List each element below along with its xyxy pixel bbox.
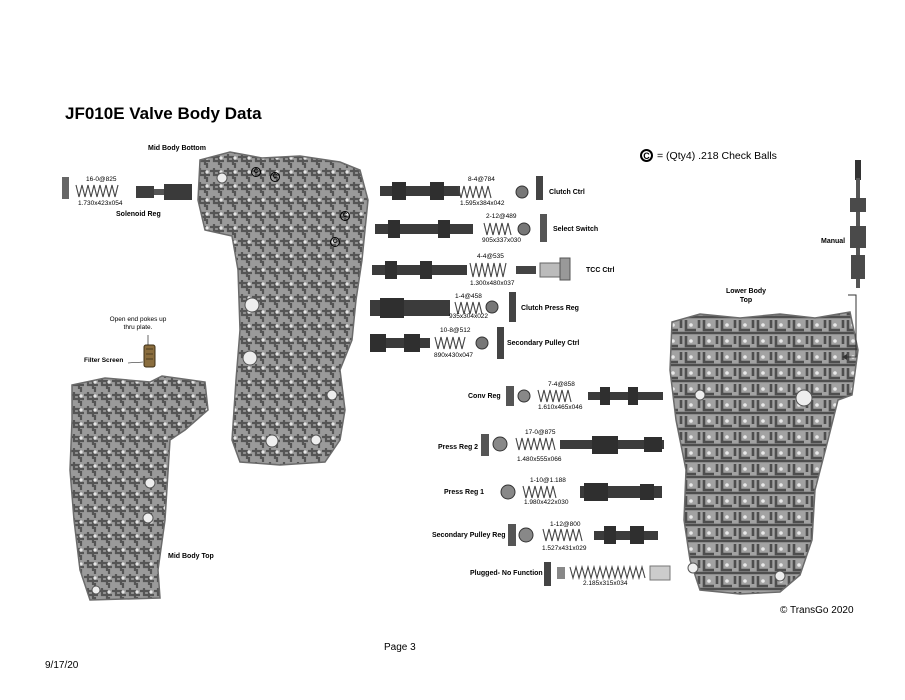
- clutch-press-reg-spring: 1-4@458: [455, 293, 482, 300]
- select-switch-label: Select Switch: [553, 226, 599, 233]
- press-reg-2-spring: 17-0@875: [525, 429, 556, 436]
- secondary-pulley-reg-spring: 1-12@800: [550, 521, 581, 528]
- secondary-pulley-ctrl-spring: 10-8@512: [440, 327, 471, 334]
- clutch-ctrl-dims: 1.595x384x042: [460, 200, 505, 207]
- check-ball-legend: C = (Qty4) .218 Check Balls: [640, 149, 777, 162]
- check-ball-symbol-icon: C: [640, 149, 653, 162]
- open-end-note: Open end pokes up thru plate.: [109, 316, 167, 331]
- lower-body-top-casting: [669, 311, 859, 595]
- tcc-ctrl-dims: 1.300x480x037: [470, 280, 515, 287]
- press-reg-2-label: Press Reg 2: [438, 444, 479, 451]
- lower-valve-trains: [481, 386, 671, 586]
- secondary-pulley-ctrl-label: Secondary Pulley Ctrl: [507, 340, 580, 347]
- manual-valve: [842, 160, 866, 360]
- check-ball-marker-icon: C: [251, 167, 261, 177]
- select-switch-dims: 905x337x030: [482, 237, 522, 244]
- filter-screen-label: Filter Screen: [84, 357, 124, 364]
- solenoid-reg-label: Solenoid Reg: [116, 211, 161, 218]
- plugged-label: Plugged- No Function: [470, 570, 543, 577]
- copyright: © TransGo 2020: [780, 605, 854, 616]
- check-ball-legend-text: = (Qty4) .218 Check Balls: [657, 149, 777, 162]
- document-date: 9/17/20: [45, 660, 79, 671]
- upper-valve-trains: [370, 176, 571, 359]
- clutch-press-reg-dims: 935x304x022: [449, 313, 489, 320]
- clutch-press-reg-label: Clutch Press Reg: [521, 305, 579, 312]
- solenoid-reg-spring: 16-0@825: [86, 176, 117, 183]
- solenoid-reg-dims: 1.730x423x054: [78, 200, 123, 207]
- plugged-dims: 2.185x315x034: [583, 580, 628, 587]
- mid-body-top-label: Mid Body Top: [168, 553, 214, 560]
- clutch-ctrl-spring: 8-4@784: [468, 176, 495, 183]
- secondary-pulley-reg-dims: 1.527x431x029: [542, 545, 587, 552]
- solenoid-reg-parts: [62, 177, 192, 200]
- mid-body-bottom-label: Mid Body Bottom: [148, 145, 206, 152]
- lower-body-top-label: Lower Body Top: [725, 288, 767, 304]
- select-switch-spring: 2-12@489: [486, 213, 517, 220]
- press-reg-1-dims: 1.980x422x030: [524, 499, 569, 506]
- tcc-ctrl-label: TCC Ctrl: [586, 267, 615, 274]
- press-reg-1-label: Press Reg 1: [444, 489, 485, 496]
- manual-label: Manual: [821, 238, 846, 245]
- check-ball-marker-icon: C: [340, 211, 350, 221]
- secondary-pulley-reg-label: Secondary Pulley Reg: [432, 532, 506, 539]
- page-title: JF010E Valve Body Data: [65, 104, 262, 123]
- press-reg-1-spring: 1-10@1.188: [530, 477, 566, 484]
- secondary-pulley-ctrl-dims: 890x430x047: [434, 352, 474, 359]
- check-ball-marker-icon: C: [270, 172, 280, 182]
- press-reg-2-dims: 1.480x555x066: [517, 456, 562, 463]
- page-number: Page 3: [384, 642, 416, 653]
- filter-screen: [127, 335, 156, 368]
- clutch-ctrl-label: Clutch Ctrl: [549, 189, 585, 196]
- conv-reg-dims: 1.610x465x046: [538, 404, 583, 411]
- conv-reg-label: Conv Reg: [468, 393, 501, 400]
- check-ball-marker-icon: C: [330, 237, 340, 247]
- conv-reg-spring: 7-4@858: [548, 381, 575, 388]
- mid-body-top-casting: [69, 375, 209, 601]
- tcc-ctrl-spring: 4-4@535: [477, 253, 504, 260]
- mid-body-bottom-casting: [197, 151, 369, 466]
